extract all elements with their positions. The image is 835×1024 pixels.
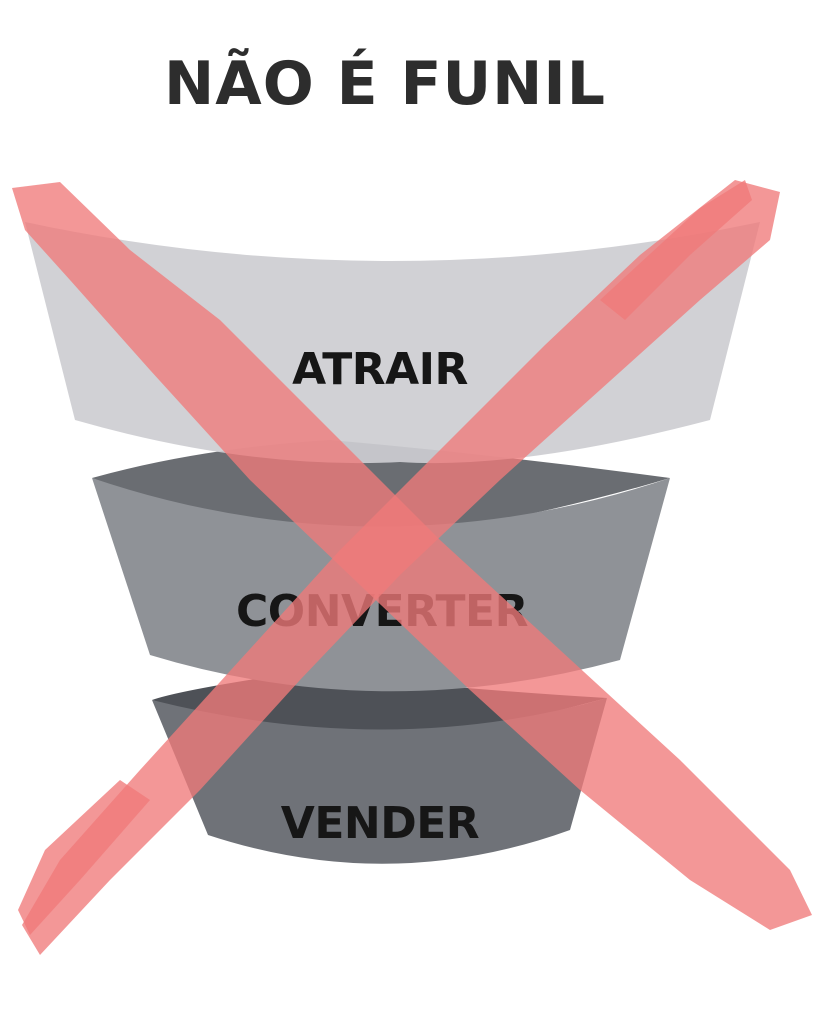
cross-splatter-bottom-left [18,780,150,935]
funnel-stage-label-vender: VENDER [281,798,479,849]
page-title: NÃO É FUNIL [164,49,606,119]
cross-mark [12,180,812,955]
cross-splatter-top-right [600,180,752,320]
funnel-stage-label-atrair: ATRAIR [292,344,468,395]
cross-stroke-right-to-left [22,180,780,955]
funnel-stage-vender-band [152,698,607,864]
